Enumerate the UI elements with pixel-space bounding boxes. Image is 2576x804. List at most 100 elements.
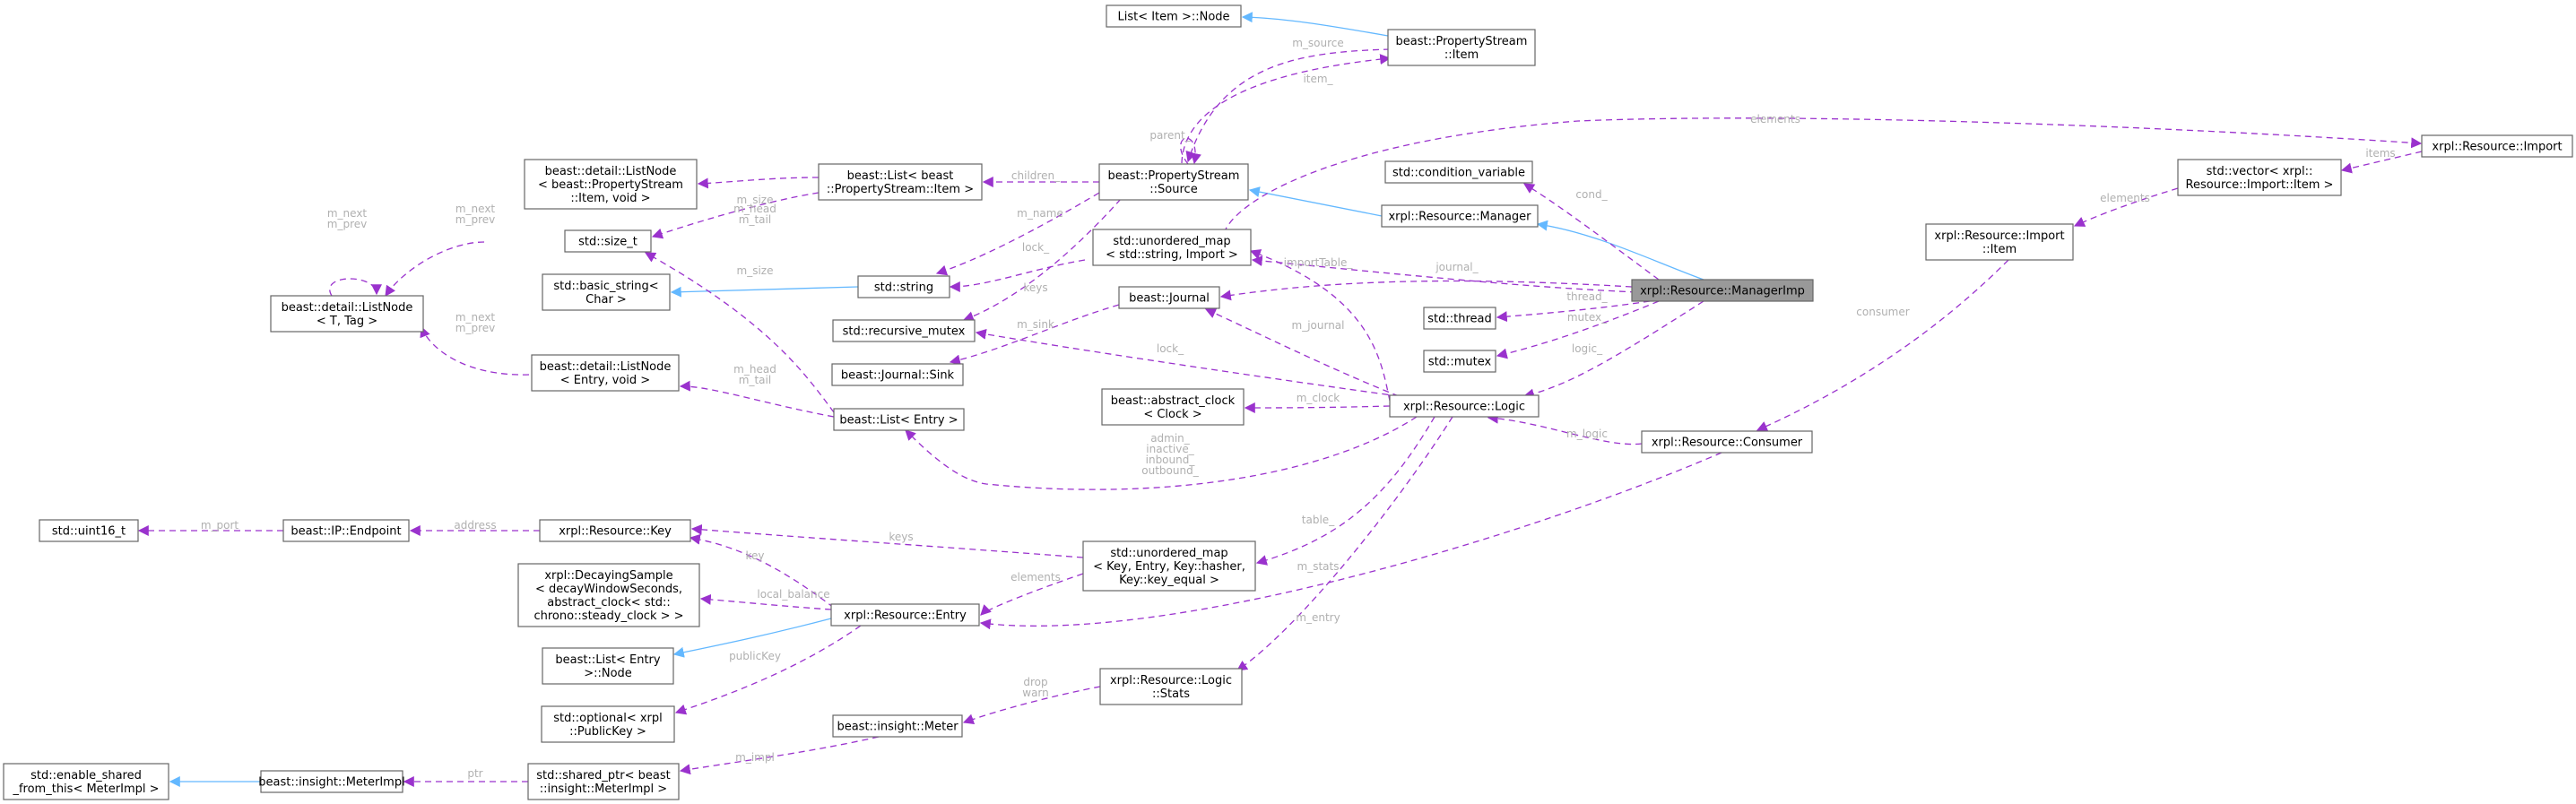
- node-label: std::unordered_map: [1113, 235, 1230, 248]
- node-label: std::condition_variable: [1392, 167, 1525, 180]
- edge-path: [962, 198, 1122, 322]
- edge-path: [2073, 187, 2179, 227]
- edge-path: [697, 177, 820, 189]
- node-label: Key::key_equal >: [1119, 574, 1219, 587]
- composition-edge: [962, 686, 1101, 725]
- node-list-entry-node[interactable]: beast::List< Entry>::Node: [542, 647, 674, 685]
- node-key[interactable]: xrpl::Resource::Key: [539, 519, 691, 542]
- node-basic-string[interactable]: std::basic_string<Char >: [542, 273, 671, 311]
- node-box: [260, 770, 403, 793]
- node-listnode-ps-item[interactable]: beast::detail::ListNode< beast::Property…: [524, 159, 698, 210]
- node-label: beast::IP::Endpoint: [291, 525, 401, 539]
- node-logic[interactable]: xrpl::Resource::Logic: [1389, 394, 1540, 418]
- node-condition-variable[interactable]: std::condition_variable: [1384, 160, 1533, 184]
- edge-label: m_stats: [1297, 560, 1340, 573]
- node-label: std::recursive_mutex: [843, 325, 966, 339]
- node-label: std::enable_shared: [30, 769, 142, 782]
- node-unordered-map-entry[interactable]: std::unordered_map< Key, Entry, Key::has…: [1082, 540, 1256, 592]
- node-label: beast::detail::ListNode: [540, 360, 672, 374]
- edge-label: elements: [2100, 192, 2150, 204]
- node-unordered-map-import[interactable]: std::unordered_map< std::string, Import …: [1092, 229, 1252, 266]
- node-box: [832, 319, 976, 342]
- node-decaying-sample[interactable]: xrpl::DecayingSample< decayWindowSeconds…: [517, 563, 700, 627]
- node-listnode-t-tag[interactable]: beast::detail::ListNode< T, Tag >: [270, 295, 424, 333]
- composition-edge: [2073, 187, 2179, 227]
- node-import[interactable]: xrpl::Resource::Import: [2421, 134, 2573, 158]
- node-uint16[interactable]: std::uint16_t: [39, 519, 139, 542]
- edge-label: lock_: [1157, 342, 1184, 355]
- composition-edge: [699, 593, 832, 610]
- node-label: std::optional< xrpl: [553, 712, 663, 725]
- inheritance-edge: [1248, 186, 1383, 217]
- node-manager-imp[interactable]: xrpl::Resource::ManagerImp: [1631, 279, 1814, 302]
- node-optional-pubkey[interactable]: std::optional< xrpl::PublicKey >: [541, 705, 675, 743]
- edge-label: m_name: [1017, 207, 1063, 220]
- node-journal[interactable]: beast::Journal: [1118, 286, 1220, 309]
- edge-label: item_: [1303, 73, 1333, 85]
- edge-label: m_prev: [327, 218, 367, 230]
- node-box: [1387, 29, 1536, 66]
- node-label: ::Item: [1444, 48, 1479, 62]
- node-journal-sink[interactable]: beast::Journal::Sink: [831, 363, 964, 386]
- node-shared-ptr-meter[interactable]: std::shared_ptr< beast::insight::MeterIm…: [527, 763, 680, 800]
- composition-edge: [1255, 416, 1435, 566]
- node-meter[interactable]: beast::insight::Meter: [832, 714, 963, 738]
- node-string[interactable]: std::string: [857, 275, 950, 298]
- node-stats[interactable]: xrpl::Resource::Logic::Stats: [1099, 668, 1243, 705]
- edge-path: [1496, 300, 1651, 323]
- edge-path: [1756, 259, 2009, 432]
- node-box: [542, 273, 671, 311]
- edge-path: [1241, 12, 1389, 37]
- node-import-item[interactable]: xrpl::Resource::Import::Item: [1925, 223, 2074, 261]
- node-list-entry[interactable]: beast::List< Entry >: [833, 408, 965, 431]
- node-label: beast::List< Entry: [555, 653, 660, 667]
- edge-path: [1255, 416, 1435, 566]
- edge-path: [1522, 300, 1704, 400]
- node-listnode-entry[interactable]: beast::detail::ListNode< Entry, void >: [531, 354, 680, 392]
- edge-label: lock_: [1022, 241, 1050, 254]
- node-list-item-node[interactable]: List< Item >::Node: [1106, 4, 1242, 28]
- node-size-t[interactable]: std::size_t: [564, 229, 652, 253]
- node-ps-item[interactable]: beast::PropertyStream::Item: [1387, 29, 1536, 66]
- composition-edge: [1522, 300, 1704, 400]
- node-label: ::Stats: [1152, 687, 1190, 701]
- composition-edge: [1244, 402, 1391, 413]
- edge-label: m_next: [455, 203, 496, 215]
- node-box: [531, 354, 680, 392]
- node-enable-shared[interactable]: std::enable_shared_from_this< MeterImpl …: [3, 763, 169, 800]
- node-mutex[interactable]: std::mutex: [1423, 350, 1496, 373]
- composition-edge: [962, 198, 1122, 322]
- node-entry[interactable]: xrpl::Resource::Entry: [830, 603, 980, 627]
- node-label: ::PropertyStream::Item >: [827, 183, 974, 196]
- node-list-ps-item[interactable]: beast::List< beast::PropertyStream::Item…: [818, 163, 983, 201]
- inheritance-edge: [672, 618, 832, 658]
- node-manager[interactable]: xrpl::Resource::Manager: [1381, 204, 1539, 228]
- node-recursive-mutex[interactable]: std::recursive_mutex: [832, 319, 976, 342]
- edge-label: importTable_: [1284, 256, 1354, 269]
- node-vector-import-item[interactable]: std::vector< xrpl::Resource::Import::Ite…: [2177, 159, 2342, 196]
- edge-label: m_tail: [739, 374, 771, 386]
- node-label: beast::detail::ListNode: [282, 301, 413, 315]
- node-meter-impl[interactable]: beast::insight::MeterImpl: [258, 770, 405, 793]
- composition-edge: [1496, 300, 1660, 359]
- edge-path: [672, 618, 832, 658]
- edge-label: children_: [1011, 169, 1061, 182]
- node-consumer[interactable]: xrpl::Resource::Consumer: [1641, 430, 1813, 454]
- node-label: beast::List< Entry >: [839, 414, 958, 428]
- edge-path: [1219, 280, 1633, 301]
- composition-edge: [329, 278, 382, 297]
- edge-path: [1248, 186, 1383, 217]
- node-abstract-clock[interactable]: beast::abstract_clock< Clock >: [1101, 388, 1245, 426]
- edge-label: m_prev: [455, 213, 495, 226]
- edge-label: m_prev: [455, 322, 495, 334]
- edge-path: [689, 533, 835, 609]
- node-box: [832, 714, 963, 738]
- composition-edge: [2340, 151, 2423, 174]
- node-endpoint[interactable]: beast::IP::Endpoint: [282, 519, 410, 542]
- node-ps-source[interactable]: beast::PropertyStream::Source: [1098, 163, 1249, 201]
- edge-path: [949, 304, 1120, 366]
- edge-path: [1185, 48, 1391, 163]
- edge-label: local_balance: [757, 588, 829, 601]
- node-thread[interactable]: std::thread: [1423, 307, 1496, 330]
- composition-edge: [1756, 259, 2009, 432]
